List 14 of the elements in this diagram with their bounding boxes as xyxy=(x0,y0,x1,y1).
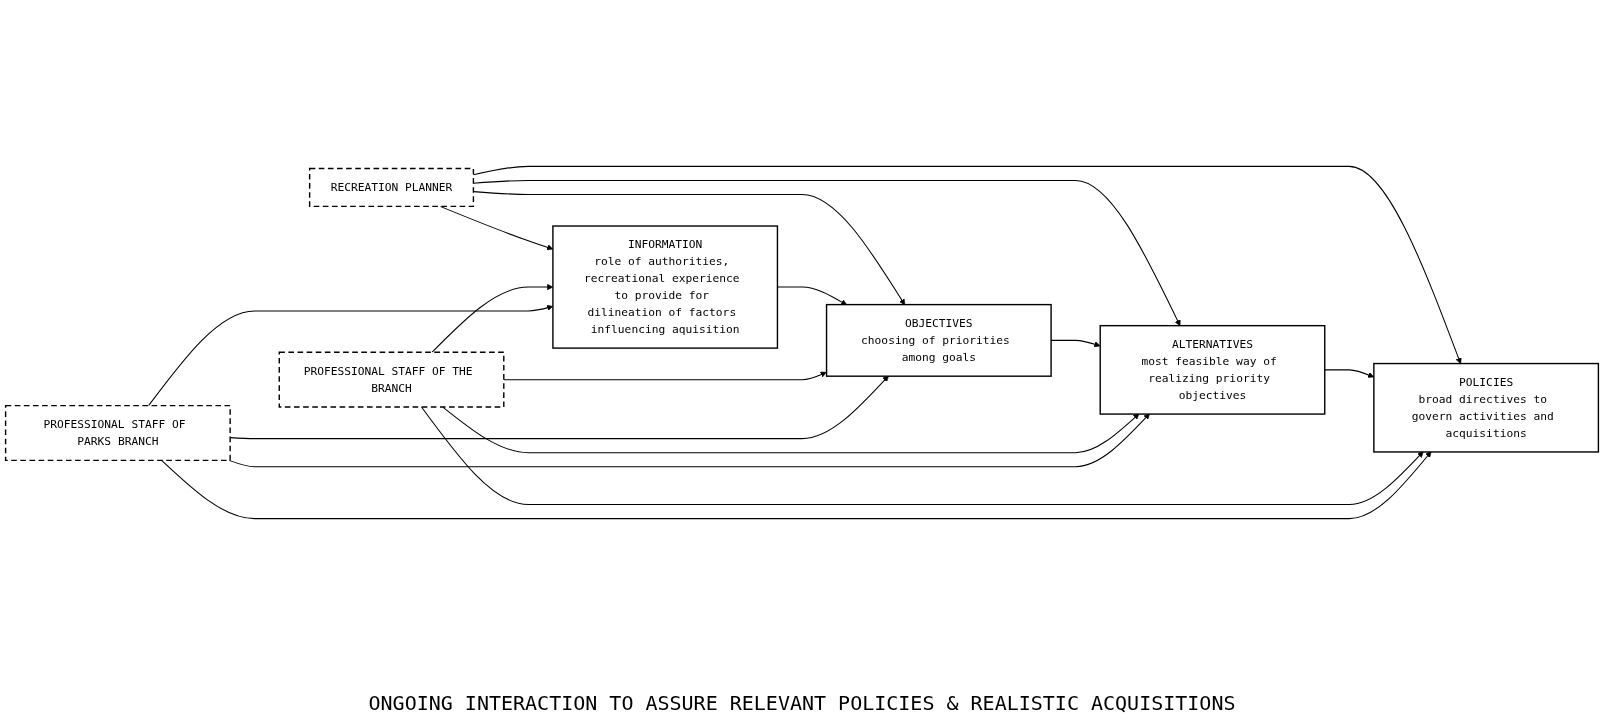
note-text: ONGOING INTERACTION TO ASSURE RELEVANT POLICIES & REALISTIC ACQUISITIONS xyxy=(368,691,1236,715)
arrow xyxy=(442,406,1140,454)
node-box: PROFESSIONAL STAFF OF PARKS BRANCH xyxy=(4,404,231,462)
node-box: RECREATION PLANNER xyxy=(308,167,475,208)
arrow xyxy=(228,413,1150,468)
node-box: INFORMATION role of authorities, recreational experience to provide for dilineation of factors influencing aquisition xyxy=(552,225,779,349)
node-box: PROFESSIONAL STAFF OF THE BRANCH xyxy=(278,351,505,408)
node-box: POLICIES broad directives to govern activities and acquisitions xyxy=(1373,362,1600,453)
arrow xyxy=(1324,369,1374,378)
arrow xyxy=(161,451,1432,520)
node-box: OBJECTIVES choosing of priorities among goals xyxy=(825,303,1052,377)
arrow xyxy=(503,371,827,381)
arrow xyxy=(421,406,1424,506)
node-box: ALTERNATIVES most feasible way of realizing priority objectives xyxy=(1099,324,1326,415)
